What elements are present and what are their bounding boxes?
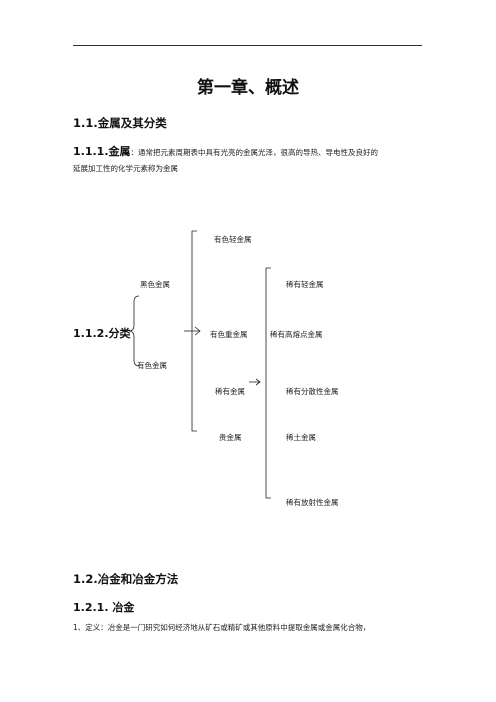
arrow-nonferrous-head [194, 326, 201, 336]
section-heading-1-2: 1.2.冶金和冶金方法 [73, 572, 179, 586]
section-heading-1-1: 1.1.金属及其分类 [73, 116, 167, 130]
node-light-nonferrous: 有色轻金属 [214, 235, 252, 244]
bracket-rare [265, 267, 271, 499]
metal-definition-line-1: ：通常把元素周期表中具有光亮的金属光泽，很高的导热、导电性及良好的 [130, 148, 379, 157]
bracket-root [128, 295, 140, 367]
header-rule [73, 45, 422, 46]
metal-definition-line-2: 延展加工性的化学元素称为金属 [73, 164, 178, 173]
classification-heading: 1.1.2.分类 [73, 327, 131, 340]
arrow-rare-head [255, 378, 261, 386]
node-nonferrous-metals: 有色金属 [137, 361, 167, 370]
bracket-nonferrous [191, 230, 197, 432]
subsection-1-1-1: 1.1.1.金属：通常把元素周期表中具有光亮的金属光泽，很高的导热、导电性及良好… [73, 140, 378, 159]
node-precious-metals: 贵金属 [219, 433, 242, 442]
subsection-heading-1-1-1: 1.1.1.金属 [73, 145, 131, 158]
node-rare-dispersed: 稀有分散性金属 [286, 387, 339, 396]
node-ferrous-metals: 黑色金属 [140, 280, 170, 289]
metallurgy-definition-line-1: 1、定义：冶金是一门研究如何经济地从矿石或精矿或其他原料中提取金属或金属化合物， [73, 623, 371, 632]
node-rare-earth: 稀土金属 [286, 433, 316, 442]
node-rare-light: 稀有轻金属 [286, 280, 324, 289]
subsection-heading-1-2-1: 1.2.1. 冶金 [73, 601, 135, 614]
chapter-title: 第一章、概述 [197, 78, 299, 98]
node-rare-refractory: 稀有高熔点金属 [270, 330, 323, 339]
node-rare-metals: 稀有金属 [215, 387, 245, 396]
node-heavy-nonferrous: 有色重金属 [210, 330, 248, 339]
node-rare-radioactive: 稀有放射性金属 [286, 498, 339, 507]
